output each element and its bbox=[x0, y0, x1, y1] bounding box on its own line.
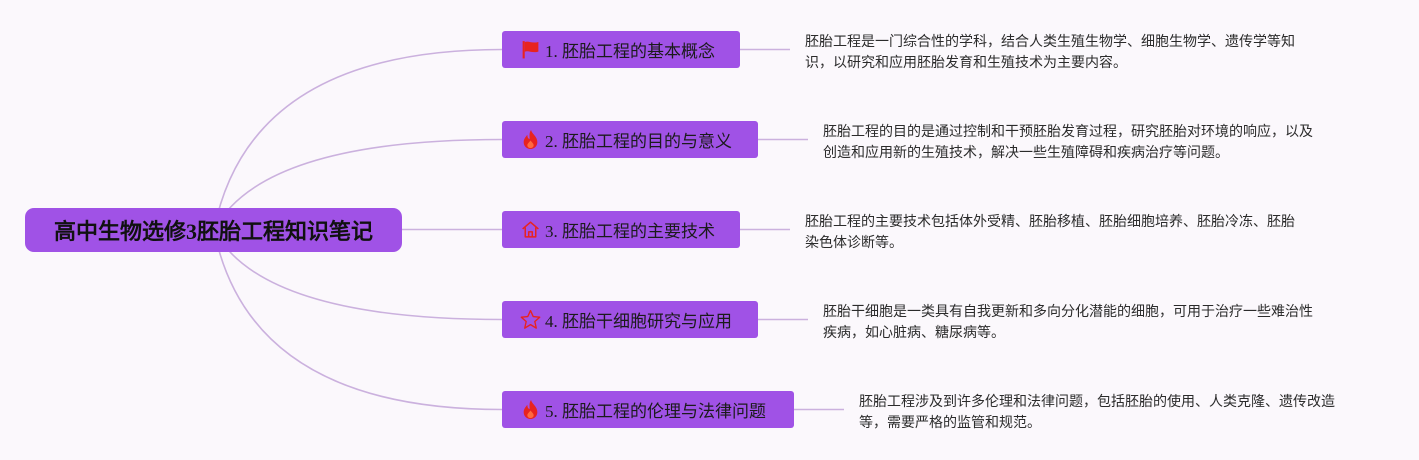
topic-description-2: 胚胎工程的目的是通过控制和干预胚胎发育过程，研究胚胎对环境的响应，以及 创造和应… bbox=[823, 121, 1313, 163]
topic-description-4: 胚胎干细胞是一类具有自我更新和多向分化潜能的细胞，可用于治疗一些难治性 疾病，如… bbox=[823, 301, 1313, 343]
topic-description-5: 胚胎工程涉及到许多伦理和法律问题，包括胚胎的使用、人类克隆、遗传改造 等，需要严… bbox=[859, 391, 1335, 433]
root-topic-title: 高中生物选修3胚胎工程知识笔记 bbox=[53, 219, 373, 244]
description-line: 胚胎工程是一门综合性的学科，结合人类生殖生物学、细胞生物学、遗传学等知 bbox=[805, 33, 1295, 49]
fire-icon bbox=[519, 129, 541, 151]
topic-label: 4. 胚胎干细胞研究与应用 bbox=[545, 312, 732, 331]
flag-icon bbox=[519, 39, 541, 61]
fire-icon bbox=[519, 399, 541, 421]
star-icon bbox=[519, 309, 541, 331]
topic-node-2[interactable]: 2. 胚胎工程的目的与意义 bbox=[502, 121, 758, 158]
branch-connector-5 bbox=[213, 229, 503, 411]
description-line: 胚胎工程的目的是通过控制和干预胚胎发育过程，研究胚胎对环境的响应，以及 bbox=[823, 123, 1313, 139]
topic-description-3: 胚胎工程的主要技术包括体外受精、胚胎移植、胚胎细胞培养、胚胎冷冻、胚胎 染色体诊… bbox=[805, 211, 1295, 253]
description-line: 胚胎干细胞是一类具有自我更新和多向分化潜能的细胞，可用于治疗一些难治性 bbox=[823, 303, 1313, 319]
description-line: 胚胎工程的主要技术包括体外受精、胚胎移植、胚胎细胞培养、胚胎冷冻、胚胎 bbox=[805, 213, 1295, 229]
topic-node-1[interactable]: 1. 胚胎工程的基本概念 bbox=[502, 31, 740, 68]
branch-connector-2 bbox=[213, 138, 503, 231]
description-line: 等，需要严格的监管和规范。 bbox=[859, 414, 1041, 430]
branch-connector-1 bbox=[213, 48, 503, 231]
topic-label: 2. 胚胎工程的目的与意义 bbox=[545, 132, 732, 151]
description-line: 染色体诊断等。 bbox=[805, 234, 903, 250]
topic-node-4[interactable]: 4. 胚胎干细胞研究与应用 bbox=[502, 301, 758, 338]
topic-description-1: 胚胎工程是一门综合性的学科，结合人类生殖生物学、细胞生物学、遗传学等知 识，以研… bbox=[805, 31, 1295, 73]
description-line: 创造和应用新的生殖技术，解决一些生殖障碍和疾病治疗等问题。 bbox=[823, 144, 1229, 160]
topic-label: 1. 胚胎工程的基本概念 bbox=[545, 42, 715, 61]
topic-node-3[interactable]: 3. 胚胎工程的主要技术 bbox=[502, 211, 740, 248]
topic-label: 5. 胚胎工程的伦理与法律问题 bbox=[545, 402, 766, 421]
topic-label: 3. 胚胎工程的主要技术 bbox=[545, 222, 715, 241]
home-icon bbox=[519, 219, 541, 241]
root-topic[interactable]: 高中生物选修3胚胎工程知识笔记 bbox=[25, 208, 402, 252]
description-line: 胚胎工程涉及到许多伦理和法律问题，包括胚胎的使用、人类克隆、遗传改造 bbox=[859, 393, 1335, 409]
description-line: 识，以研究和应用胚胎发育和生殖技术为主要内容。 bbox=[805, 54, 1127, 70]
topic-node-5[interactable]: 5. 胚胎工程的伦理与法律问题 bbox=[502, 391, 794, 428]
description-line: 疾病，如心脏病、糖尿病等。 bbox=[823, 324, 1005, 340]
